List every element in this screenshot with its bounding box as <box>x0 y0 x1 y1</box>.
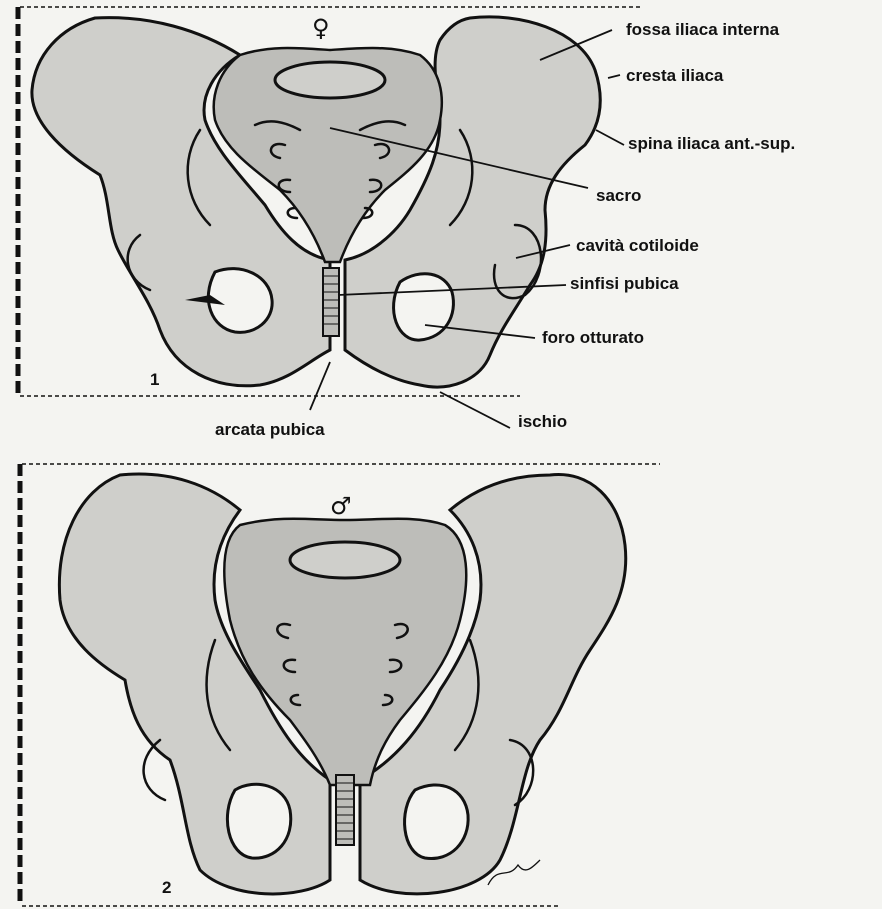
female-symbol: ♀ <box>312 14 330 42</box>
male-pelvis <box>59 474 625 894</box>
label-spina-iliaca: spina iliaca ant.-sup. <box>628 134 795 154</box>
female-promontory <box>275 62 385 98</box>
male-obturator-right <box>405 785 469 859</box>
label-sinfisi-pubica: sinfisi pubica <box>570 274 679 294</box>
female-obturator-right <box>394 274 454 340</box>
label-foro-otturato: foro otturato <box>542 328 644 348</box>
figure-1-number: 1 <box>150 370 159 390</box>
female-symphysis <box>323 268 339 336</box>
male-symphysis <box>336 775 354 845</box>
label-sacro: sacro <box>596 186 641 206</box>
label-arcata-pubica: arcata pubica <box>215 420 325 440</box>
male-promontory <box>290 542 400 578</box>
male-symbol: ♂ <box>330 492 352 520</box>
label-cresta-iliaca: cresta iliaca <box>626 66 723 86</box>
male-obturator-left <box>227 784 290 858</box>
figure-2-number: 2 <box>162 878 171 898</box>
label-cavita-cotiloide: cavità cotiloide <box>576 236 699 256</box>
female-pelvis <box>32 17 600 387</box>
label-fossa-iliaca-interna: fossa iliaca interna <box>626 20 779 40</box>
label-ischio: ischio <box>518 412 567 432</box>
